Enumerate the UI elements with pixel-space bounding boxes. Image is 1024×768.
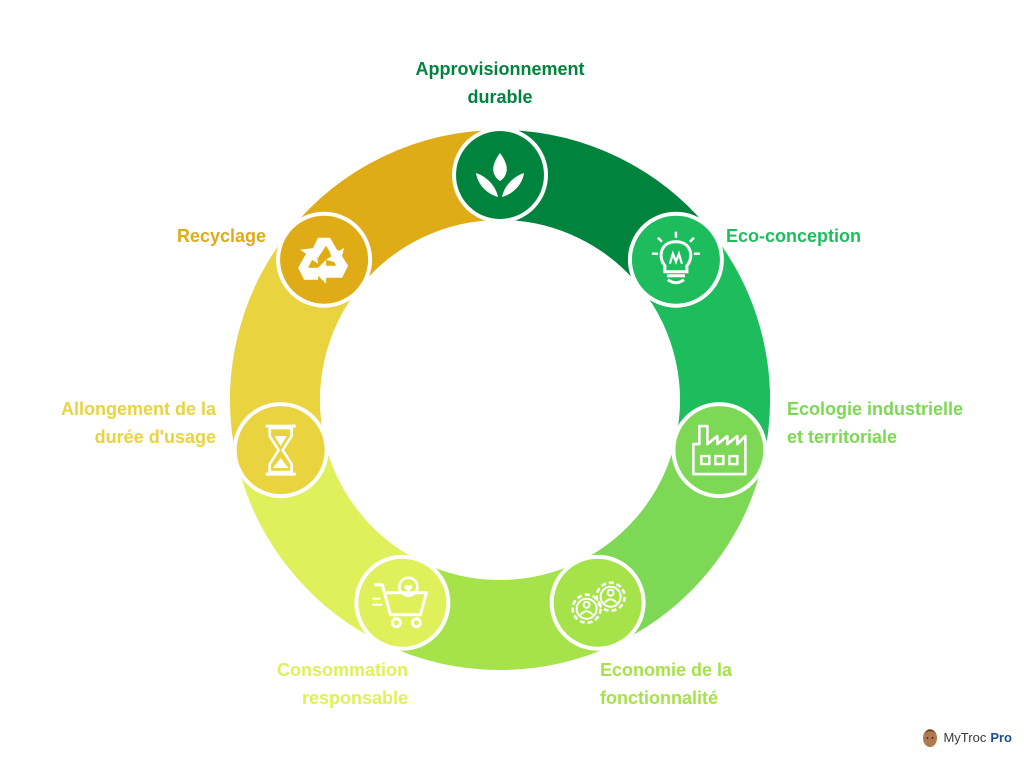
icon-circle-fill <box>553 558 642 647</box>
label-recyclage: Recyclage <box>177 222 266 250</box>
label-eco-conception: Eco-conception <box>726 222 861 250</box>
label-line: et territoriale <box>787 427 898 447</box>
icon-circle-fill <box>280 215 369 304</box>
gears-people-icon <box>549 554 646 651</box>
label-line: Consommation <box>276 660 408 680</box>
recycle-icon-glyph <box>298 237 349 284</box>
gears-people-icon-glyph <box>571 581 626 625</box>
leaf-sprout-icon-glyph <box>476 153 524 197</box>
label-line: responsable <box>301 688 408 708</box>
label-line: Eco-conception <box>726 226 862 246</box>
recycle-icon <box>276 211 373 308</box>
shopping-cart-icon-glyph <box>372 576 428 629</box>
label-line: Approvisionnement <box>415 59 585 79</box>
label-ecologie-industrielle: Ecologie industrielle et territoriale <box>787 395 963 451</box>
lightbulb-icon-glyph <box>651 231 700 285</box>
icon-circle-fill <box>236 406 325 495</box>
label-line: Ecologie industrielle <box>787 399 964 419</box>
label-allongement: Allongement de la durée d'usage <box>61 395 216 451</box>
label-line: Recyclage <box>176 226 266 246</box>
label-line: durable <box>467 87 533 107</box>
label-approvisionnement: Approvisionnement durable <box>390 55 610 111</box>
brand-name: MyTroc <box>943 729 987 745</box>
brand-logo: MyTroc Pro <box>921 724 1012 750</box>
label-line: Allongement de la <box>60 399 216 419</box>
leaf-sprout-icon <box>452 127 548 223</box>
brand-suffix: Pro <box>990 729 1012 745</box>
label-line: fonctionnalité <box>600 688 718 708</box>
shopping-cart-icon <box>354 554 451 651</box>
icon-circles <box>232 127 768 651</box>
icon-circle-fill <box>675 406 764 495</box>
avatar-icon <box>923 729 938 747</box>
label-economie-fonctionnalite: Economie de la fonctionnalité <box>600 656 732 712</box>
factory-icon <box>671 402 768 499</box>
factory-icon-glyph <box>692 424 747 476</box>
label-line: durée d'usage <box>94 427 216 447</box>
label-line: Economie de la <box>600 660 733 680</box>
icon-circle-fill <box>358 558 447 647</box>
lightbulb-icon <box>627 211 724 308</box>
hourglass-icon <box>232 402 329 499</box>
label-consommation: Consommation responsable <box>277 656 408 712</box>
hourglass-icon-glyph <box>265 424 296 476</box>
